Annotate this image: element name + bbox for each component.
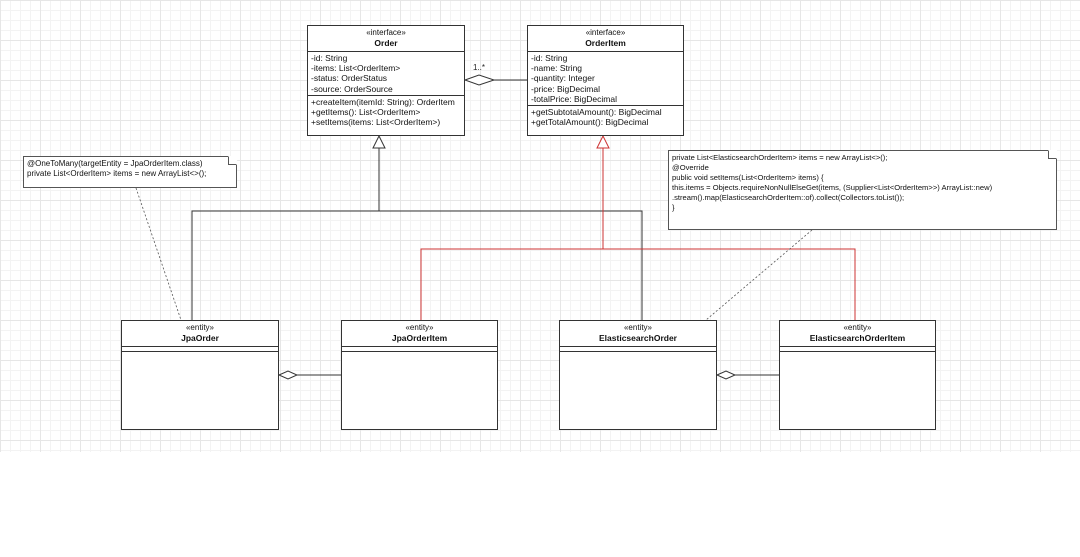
fields-section: -id: String -name: String -quantity: Int…: [528, 51, 683, 105]
class-orderitem[interactable]: «interface» OrderItem -id: String -name:…: [527, 25, 684, 136]
anchor-jpa-note: [135, 187, 182, 321]
class-name: ElasticsearchOrderItem: [809, 333, 906, 343]
aggregation-es: [715, 370, 779, 380]
aggregation-order-orderitem: [463, 74, 527, 86]
fields-section: [780, 346, 935, 351]
class-name: JpaOrderItem: [391, 333, 448, 343]
connector-layer: [135, 74, 856, 380]
class-name: OrderItem: [585, 38, 626, 48]
class-name: Order: [374, 38, 398, 48]
generalization-order: [191, 134, 643, 320]
multiplicity-label: 1..*: [473, 63, 486, 72]
connector-jpaorderitem: [420, 248, 856, 320]
stereotype: «entity»: [185, 323, 215, 332]
note-fold-icon: [228, 156, 237, 165]
diagram-canvas: 1..* «interface» Order -id: String -item…: [0, 0, 1080, 452]
fields-section: [342, 346, 497, 351]
diamond-jpaorder: [277, 370, 299, 380]
note-fold-icon: [1048, 150, 1057, 159]
diamond-esorder: [715, 370, 737, 380]
methods-section: [780, 351, 935, 352]
note-line: .stream().map(ElasticsearchOrderItem::of…: [672, 193, 905, 202]
stereotype: «entity»: [843, 323, 872, 332]
method: +createItem(itemId: String): OrderItem: [311, 96, 455, 107]
class-header: «entity» JpaOrderItem: [342, 321, 497, 343]
stereotype: «entity»: [623, 323, 653, 332]
methods-section: +createItem(itemId: String): OrderItem +…: [308, 94, 464, 129]
anchor-es-note: [705, 229, 813, 321]
field: -id: String: [311, 53, 348, 63]
note-jpaorder[interactable]: @OneToMany(targetEntity = JpaOrderItem.c…: [23, 156, 237, 188]
class-header: «interface» Order: [308, 26, 464, 48]
note-line: private List<OrderItem> items = new Arra…: [27, 169, 207, 178]
fields-section: -id: String -items: List<OrderItem> -sta…: [308, 51, 464, 95]
class-order[interactable]: «interface» Order -id: String -items: Li…: [307, 25, 465, 136]
hollow-arrow-order: [372, 134, 386, 149]
hollow-arrow-orderitem: [596, 134, 610, 149]
method: +setItems(items: List<OrderItem>): [311, 117, 441, 128]
connector-jpaorder: [191, 210, 643, 320]
note-line: @OneToMany(targetEntity = JpaOrderItem.c…: [27, 159, 203, 168]
field: -source: OrderSource: [311, 83, 393, 94]
note-elasticsearchorder[interactable]: private List<ElasticsearchOrderItem> ite…: [668, 150, 1057, 230]
field: -quantity: Integer: [531, 73, 595, 84]
method: +getTotalAmount(): BigDecimal: [531, 117, 649, 128]
field: -price: BigDecimal: [531, 83, 600, 94]
fields-section: [560, 346, 716, 351]
note-anchors: [135, 187, 813, 321]
method: +getItems(): List<OrderItem>: [311, 107, 421, 118]
class-header: «entity» ElasticsearchOrder: [560, 321, 716, 343]
methods-section: [342, 351, 497, 352]
class-jpaorderitem[interactable]: «entity» JpaOrderItem: [341, 320, 498, 430]
methods-section: [560, 351, 716, 352]
field: -totalPrice: BigDecimal: [531, 93, 617, 104]
methods-section: [122, 351, 278, 352]
field: -status: OrderStatus: [311, 73, 388, 84]
class-name: ElasticsearchOrder: [599, 333, 677, 343]
class-header: «entity» JpaOrder: [122, 321, 278, 343]
class-elasticsearchorder[interactable]: «entity» ElasticsearchOrder: [559, 320, 717, 430]
field: -id: String: [531, 53, 568, 63]
aggregation-jpa: [277, 370, 341, 380]
note-line: @Override: [672, 163, 709, 172]
class-header: «entity» ElasticsearchOrderItem: [780, 321, 935, 343]
diamond-order: [463, 74, 496, 86]
stereotype: «entity»: [405, 323, 434, 332]
class-name: JpaOrder: [181, 333, 219, 343]
note-line: private List<ElasticsearchOrderItem> ite…: [672, 153, 888, 162]
class-jpaorder[interactable]: «entity» JpaOrder: [121, 320, 279, 430]
note-line: this.items = Objects.requireNonNullElseG…: [672, 183, 993, 192]
methods-section: +getSubtotalAmount(): BigDecimal +getTot…: [528, 105, 683, 128]
class-header: «interface» OrderItem: [528, 26, 683, 48]
class-elasticsearchorderitem[interactable]: «entity» ElasticsearchOrderItem: [779, 320, 936, 430]
realization-orderitem: [420, 134, 856, 320]
note-line: }: [672, 203, 675, 212]
note-line: public void setItems(List<OrderItem> ite…: [672, 173, 824, 182]
fields-section: [122, 346, 278, 351]
stereotype: «interface»: [585, 28, 626, 37]
stereotype: «interface»: [366, 28, 406, 37]
field: -name: String: [531, 63, 583, 74]
method: +getSubtotalAmount(): BigDecimal: [531, 107, 662, 118]
field: -items: List<OrderItem>: [311, 63, 401, 74]
